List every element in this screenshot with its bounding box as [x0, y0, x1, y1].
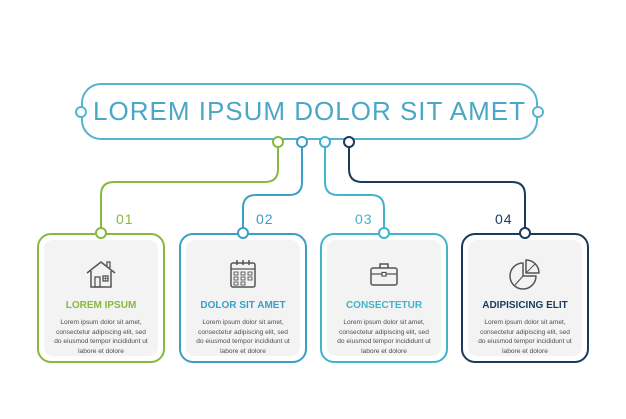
card-body-2: Lorem ipsum dolor sit amet, consectetur … [196, 319, 290, 355]
card-panel: CONSECTETUR Lorem ipsum dolor sit amet, … [327, 240, 441, 356]
card-title-1: LOREM IPSUM [65, 300, 137, 311]
step-card-3: CONSECTETUR Lorem ipsum dolor sit amet, … [320, 233, 448, 363]
connector-line-3 [324, 142, 385, 233]
card-panel: ADIPISICING ELIT Lorem ipsum dolor sit a… [468, 240, 582, 356]
card-body-4: Lorem ipsum dolor sit amet, consectetur … [478, 319, 572, 355]
connector-line-4 [348, 142, 526, 233]
main-title: LOREM IPSUM DOLOR SIT AMET [93, 96, 526, 126]
calendar-icon [230, 260, 256, 288]
briefcase-icon [370, 263, 398, 286]
step-number-3: 03 [355, 211, 373, 227]
title-box: LOREM IPSUM DOLOR SIT AMET [81, 83, 538, 140]
step-number-1: 01 [116, 211, 134, 227]
step-card-1: LOREM IPSUM Lorem ipsum dolor sit amet, … [37, 233, 165, 363]
connector-line-2 [242, 142, 303, 233]
step-number-2: 02 [256, 211, 274, 227]
step-card-4: ADIPISICING ELIT Lorem ipsum dolor sit a… [461, 233, 589, 363]
connector-line-1 [100, 142, 279, 233]
step-number-4: 04 [495, 211, 513, 227]
step-card-2: DOLOR SIT AMET Lorem ipsum dolor sit ame… [179, 233, 307, 363]
card-body-3: Lorem ipsum dolor sit amet, consectetur … [337, 319, 431, 355]
card-title-4: ADIPISICING ELIT [482, 300, 568, 311]
pie-chart-icon [509, 259, 540, 290]
card-title-2: DOLOR SIT AMET [200, 300, 286, 311]
card-panel: LOREM IPSUM Lorem ipsum dolor sit amet, … [44, 240, 158, 356]
house-icon [86, 261, 116, 288]
card-title-3: CONSECTETUR [345, 300, 423, 311]
card-panel: DOLOR SIT AMET Lorem ipsum dolor sit ame… [186, 240, 300, 356]
card-body-1: Lorem ipsum dolor sit amet, consectetur … [54, 319, 148, 355]
